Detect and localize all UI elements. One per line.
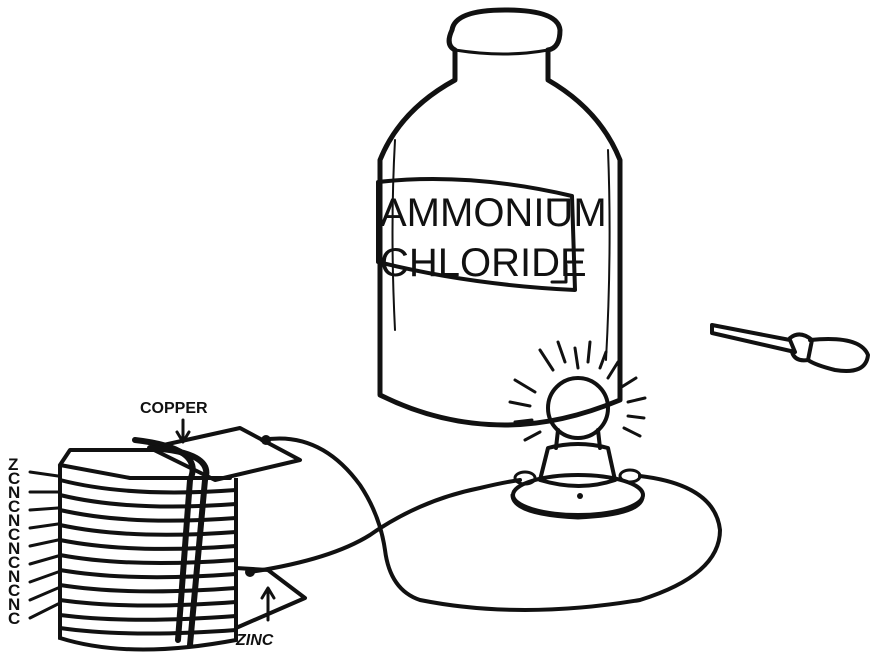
ammonium-chloride-bottle: AMMONIUM CHLORIDE [378, 10, 620, 425]
bottle-label-line2: CHLORIDE [380, 241, 587, 285]
side-labels: Z C N C N C N C N C N C [8, 455, 20, 628]
dropper [712, 325, 868, 371]
plate-stack [60, 465, 236, 650]
battery-stack [30, 420, 305, 650]
copper-label: COPPER [140, 400, 208, 417]
wires [250, 438, 720, 610]
bottle-label-line1: AMMONIUM [380, 191, 607, 235]
zinc-label: ZINC [235, 632, 274, 649]
side-label: C [8, 609, 20, 628]
light-bulb [512, 378, 643, 518]
